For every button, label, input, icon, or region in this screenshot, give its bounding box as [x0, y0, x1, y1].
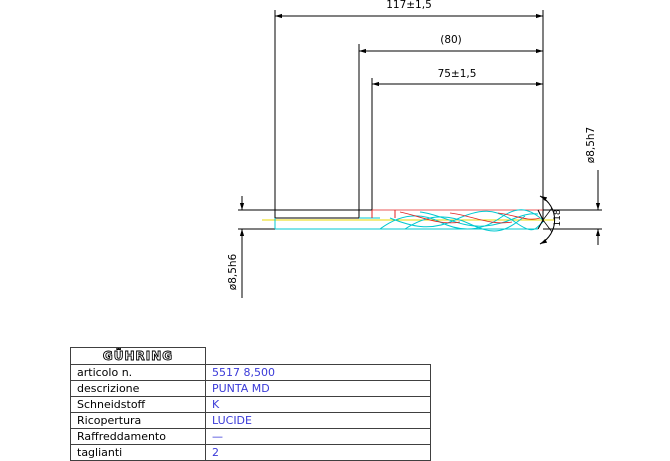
table-row: articolo n. 5517 8,500: [70, 364, 431, 381]
row-label: taglianti: [70, 444, 206, 461]
row-label: descrizione: [70, 380, 206, 397]
row-label: Schneidstoff: [70, 396, 206, 413]
dim-point-angle: 118: [553, 209, 563, 226]
title-block-header: [70, 347, 431, 365]
logo-rest: [205, 347, 431, 365]
table-row: Schneidstoff K: [70, 396, 431, 413]
row-value: K: [205, 396, 431, 413]
dim-total-length: 117±1,5: [386, 0, 432, 11]
logo-cell: [70, 347, 206, 365]
row-value: PUNTA MD: [205, 380, 431, 397]
dim-cutting-diameter: ø8,5h7: [585, 127, 597, 163]
table-row: Raffreddamento —: [70, 428, 431, 445]
table-row: descrizione PUNTA MD: [70, 380, 431, 397]
row-value: —: [205, 428, 431, 445]
row-label: Ricopertura: [70, 412, 206, 429]
drill-body: [262, 207, 555, 233]
row-value: 2: [205, 444, 431, 461]
table-row: Ricopertura LUCIDE: [70, 412, 431, 429]
dim-flute-length: 75±1,5: [438, 68, 477, 80]
title-block-table: articolo n. 5517 8,500 descrizione PUNTA…: [70, 347, 431, 461]
row-value: 5517 8,500: [205, 364, 431, 381]
table-row: taglianti 2: [70, 444, 431, 461]
row-label: articolo n.: [70, 364, 206, 381]
dim-shank-diameter: ø8,5h6: [227, 253, 239, 290]
dim-reference-length: (80): [440, 34, 462, 46]
extension-lines: [238, 10, 602, 230]
row-value: LUCIDE: [205, 412, 431, 429]
row-label: Raffreddamento: [70, 428, 206, 445]
point-angle-arc: [539, 195, 556, 245]
dimension-lines: [239, 13, 601, 298]
